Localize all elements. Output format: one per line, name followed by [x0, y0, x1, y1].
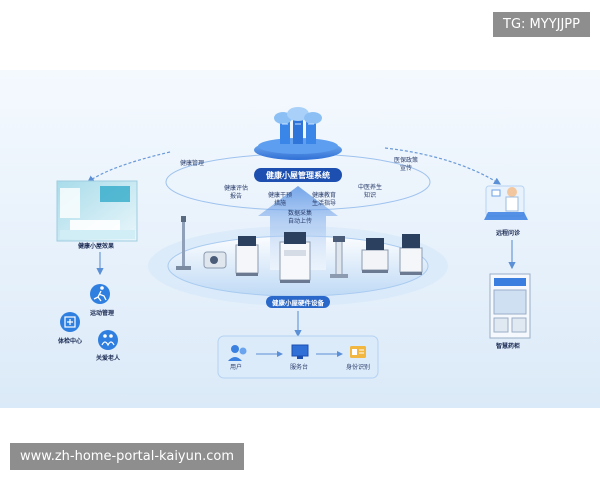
body-composition-device — [330, 236, 348, 278]
label-effect: 健康小屋效果 — [78, 243, 115, 250]
diagram-canvas: 健康小屋管理系统 — [56, 107, 531, 379]
label-user: 用户 — [230, 364, 243, 371]
label-tcm-line1: 中医养生 — [358, 184, 383, 191]
hospital-icon — [60, 312, 80, 332]
height-scale-device — [176, 216, 191, 270]
system-title: 健康小屋管理系统 — [266, 170, 330, 180]
hardware-title-pill — [266, 296, 330, 308]
upload-arrow — [258, 186, 338, 270]
label-intervention-line2: 措施 — [274, 200, 287, 207]
url-banner: www.zh-home-portal-kaiyun.com — [10, 443, 244, 470]
label-upload-line1: 数据采集 — [288, 210, 313, 217]
orbit-arc-left — [87, 151, 171, 183]
label-sports: 运动管理 — [90, 310, 115, 317]
label-education-line2: 生活指导 — [312, 200, 337, 207]
running-icon — [90, 284, 110, 304]
label-upload-line2: 自动上传 — [288, 218, 313, 225]
label-intervention-line1: 健康干预 — [268, 192, 293, 199]
ecg-cart-device — [235, 236, 259, 276]
label-intervention: 健康干预 措施 — [268, 192, 292, 208]
label-policy: 医保政策 宣传 — [394, 157, 418, 173]
label-education: 健康教育 生活指导 — [312, 192, 336, 208]
multi-param-device — [399, 234, 423, 275]
label-policy-line1: 医保政策 — [394, 157, 419, 164]
hardware-title: 健康小屋硬件设备 — [272, 298, 325, 307]
orbit-arc-right — [384, 147, 502, 185]
users-icon — [228, 345, 247, 361]
label-checkup: 体检中心 — [58, 338, 83, 345]
diagram-panel: 健康小屋管理系统 — [0, 70, 600, 408]
medicine-cabinet-icon — [489, 273, 531, 339]
label-medicine-cabinet: 智慧药柜 — [496, 343, 521, 350]
doctor-icon — [484, 185, 528, 220]
monitor-icon — [291, 344, 309, 359]
label-education-line1: 健康教育 — [312, 192, 337, 199]
label-tcm-line2: 知识 — [364, 192, 377, 199]
id-card-icon — [350, 346, 366, 358]
bone-density-device — [203, 251, 227, 269]
label-eval-report: 健康评估 报告 — [224, 185, 248, 201]
label-upload: 数据采集 自动上传 — [288, 210, 312, 226]
health-room-photo — [56, 180, 138, 242]
health-kiosk-device — [279, 232, 311, 283]
cloud-server-icon — [254, 107, 342, 160]
label-health-management: 健康管理 — [180, 160, 205, 167]
label-tcm: 中医养生 知识 — [358, 184, 382, 200]
label-eval-report-line1: 健康评估 — [224, 185, 249, 192]
watermark-tag: TG: MYYJJPP — [493, 12, 590, 37]
label-identity: 身份识别 — [346, 364, 371, 371]
label-remote-consult: 远程问诊 — [496, 230, 521, 237]
label-eval-report-line2: 报告 — [230, 193, 243, 200]
label-policy-line2: 宣传 — [400, 165, 413, 172]
elderly-care-icon — [98, 330, 118, 350]
label-service-desk: 服务台 — [290, 364, 309, 371]
blood-pressure-device — [361, 238, 389, 273]
system-title-pill — [254, 168, 342, 182]
label-elderly: 关爱老人 — [96, 355, 121, 362]
